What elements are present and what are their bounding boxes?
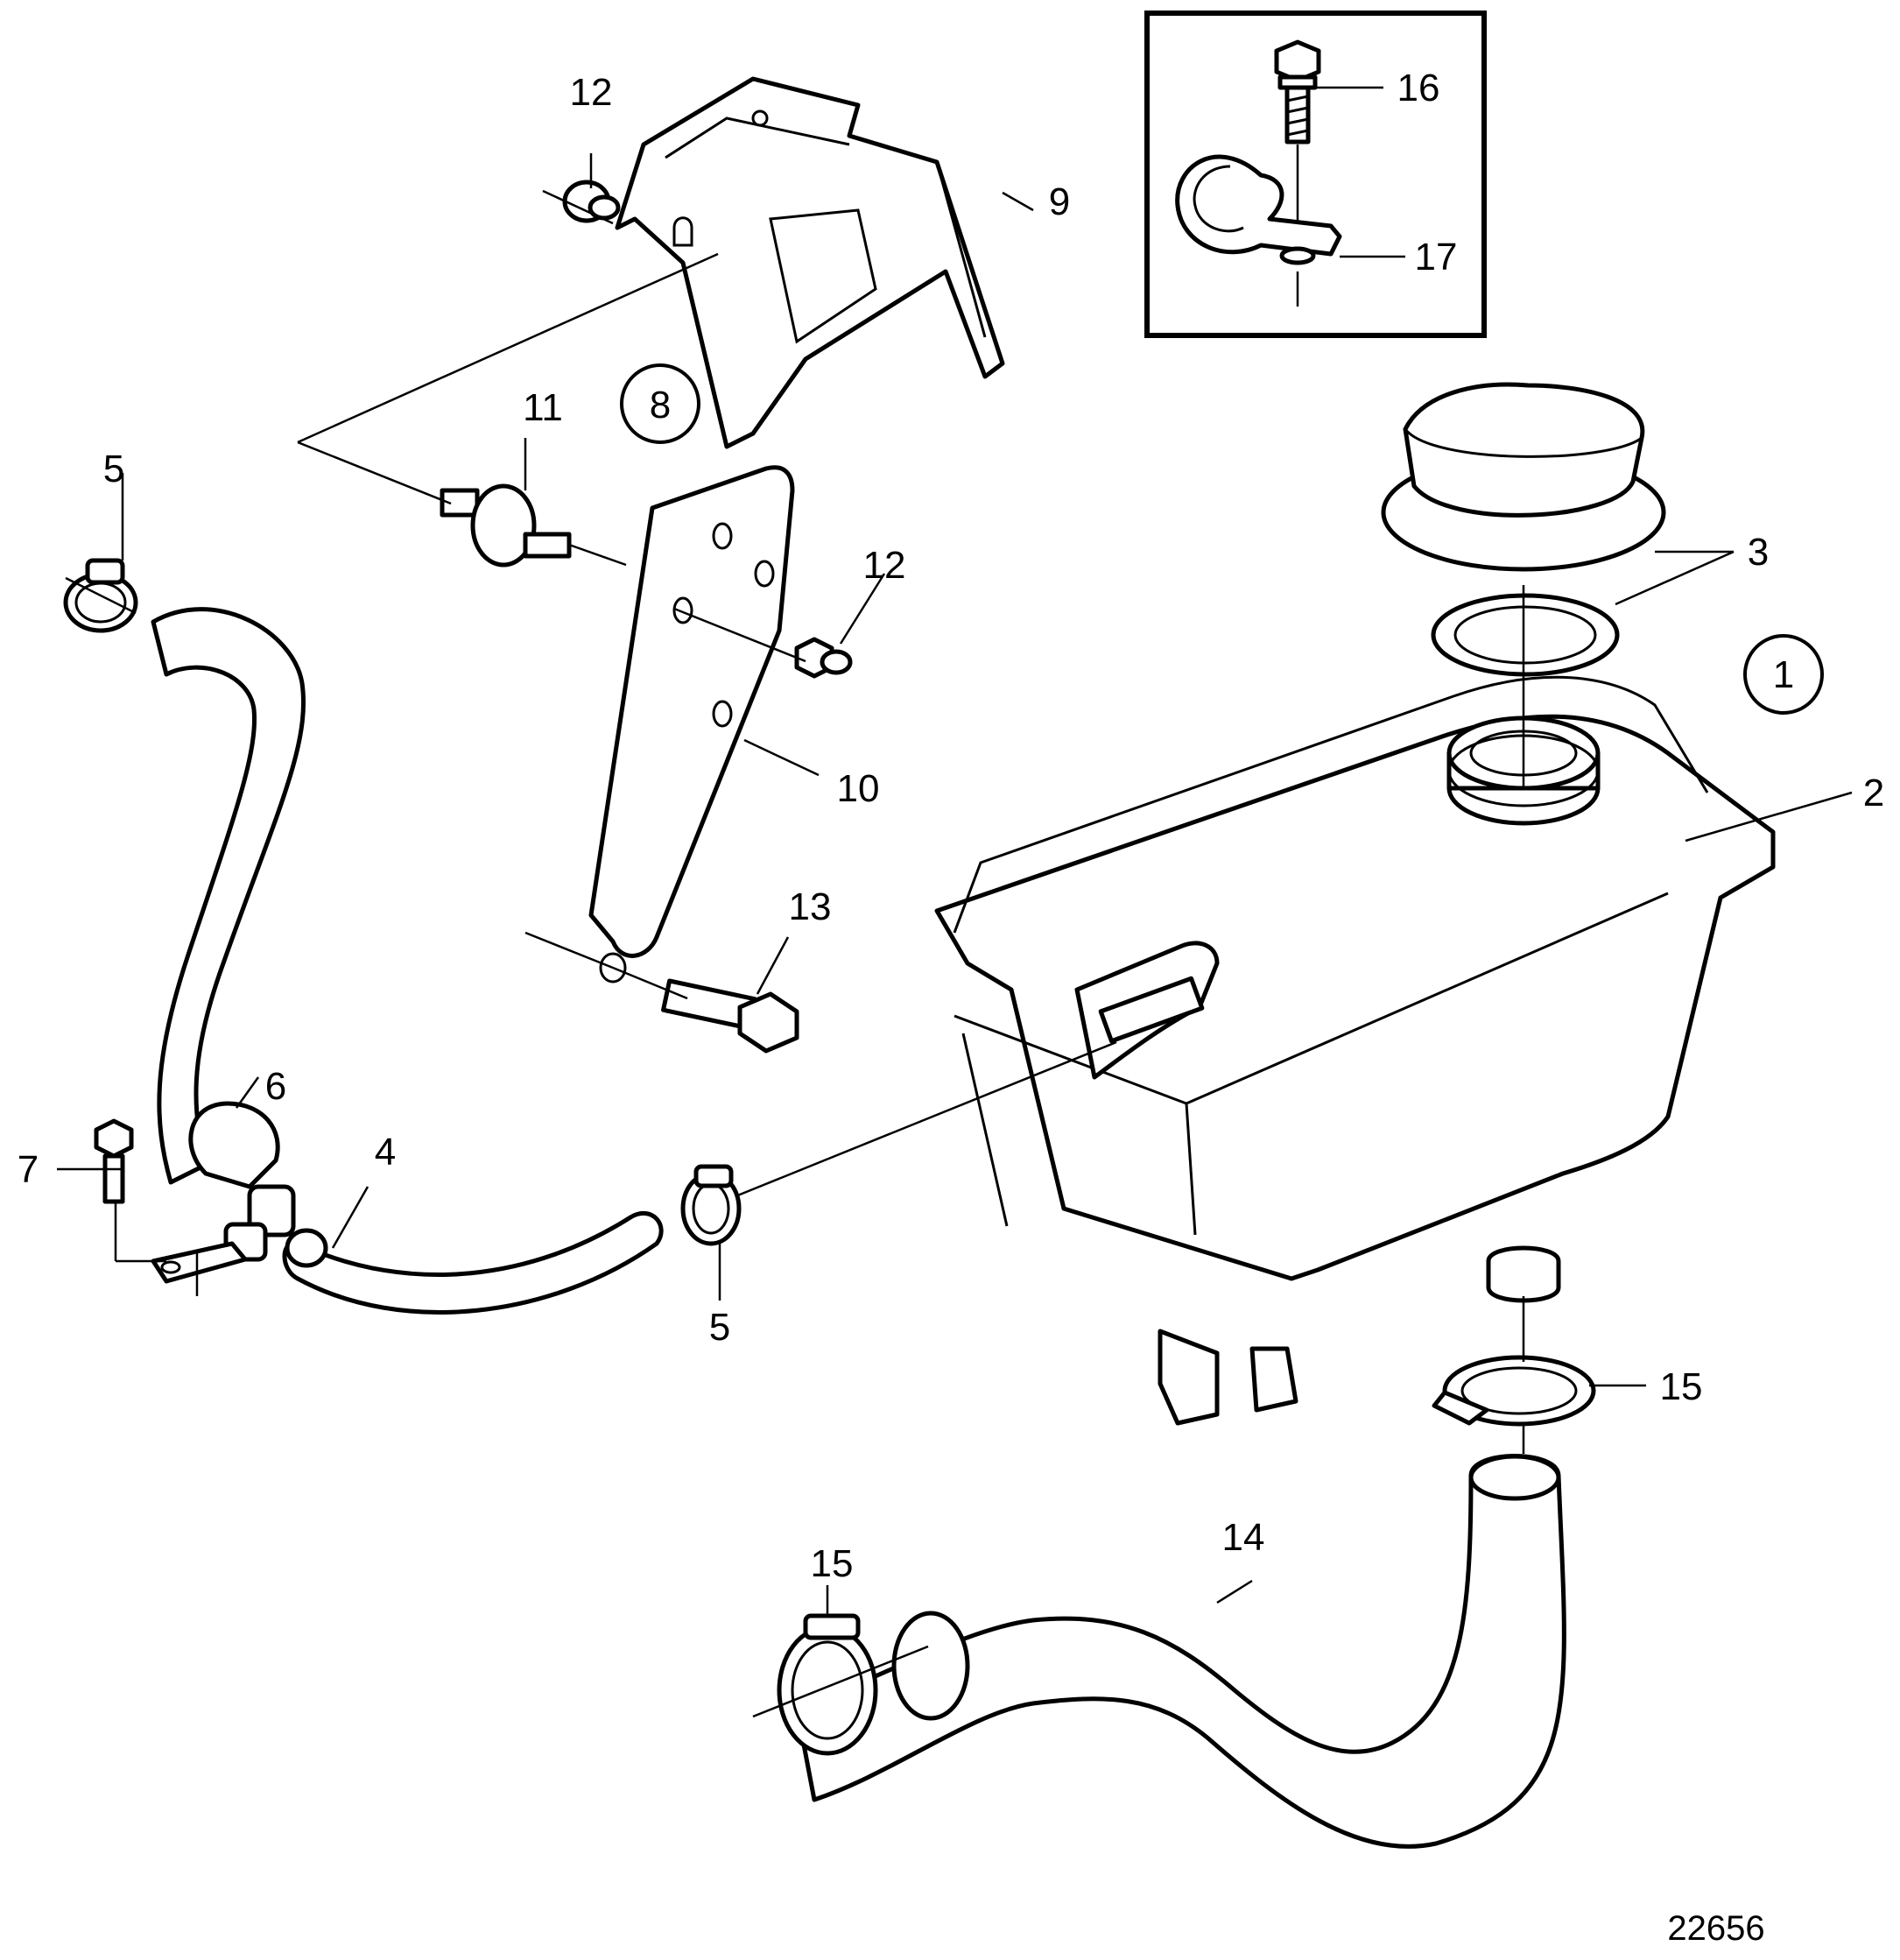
nut-top bbox=[562, 180, 621, 223]
upper-bracket bbox=[615, 76, 1005, 449]
label-7: 7 bbox=[18, 1148, 39, 1191]
leader-lines bbox=[57, 86, 1853, 1718]
label-6: 6 bbox=[265, 1065, 286, 1108]
label-1: 1 bbox=[1773, 653, 1794, 696]
label-12-middle: 12 bbox=[863, 544, 906, 587]
label-17: 17 bbox=[1415, 236, 1458, 278]
label-10: 10 bbox=[837, 767, 880, 810]
connecting-hose bbox=[282, 1210, 664, 1315]
pressure-cap bbox=[1381, 382, 1666, 572]
label-11: 11 bbox=[523, 386, 563, 429]
label-2: 2 bbox=[1863, 772, 1884, 814]
label-15-right: 15 bbox=[1660, 1365, 1703, 1408]
label-13: 13 bbox=[789, 885, 832, 928]
lower-bracket-plate bbox=[588, 465, 795, 984]
inset-clamp bbox=[1175, 154, 1342, 307]
label-8: 8 bbox=[650, 384, 671, 427]
lower-hose bbox=[794, 1454, 1566, 1849]
group-circle-1 bbox=[1743, 634, 1824, 715]
lower-hose-end-top bbox=[1468, 1454, 1561, 1501]
hose-clip-top bbox=[63, 558, 138, 633]
seal-ring bbox=[1431, 593, 1620, 677]
label-9: 9 bbox=[1049, 180, 1070, 223]
part-labels: 1 2 3 4 5 5 6 7 8 9 10 11 12 12 13 14 15… bbox=[18, 67, 1884, 1948]
inset-box bbox=[1144, 11, 1487, 338]
hose-clamp-bracket bbox=[151, 1101, 296, 1284]
group-circle-8 bbox=[620, 363, 700, 444]
clamp-bolt bbox=[94, 1118, 166, 1263]
label-5-top: 5 bbox=[103, 448, 124, 490]
inset-bolt bbox=[1274, 39, 1321, 254]
bracket-bolt bbox=[661, 978, 799, 1054]
figure-number: 22656 bbox=[1667, 1909, 1764, 1948]
label-16: 16 bbox=[1397, 67, 1440, 109]
label-15-left: 15 bbox=[811, 1542, 854, 1585]
nut-middle bbox=[794, 637, 853, 679]
expansion-tank bbox=[934, 675, 1776, 1426]
label-4: 4 bbox=[375, 1131, 396, 1174]
lower-hose-clamp-right bbox=[1432, 1355, 1596, 1427]
lower-hose-end-left bbox=[891, 1611, 970, 1721]
hose-clip-middle bbox=[680, 1164, 742, 1246]
label-14: 14 bbox=[1222, 1516, 1265, 1559]
hose-end bbox=[285, 1228, 328, 1268]
label-12-top: 12 bbox=[570, 71, 613, 114]
label-5-middle: 5 bbox=[709, 1306, 730, 1349]
lower-hose-clamp-left bbox=[777, 1613, 878, 1756]
rubber-mount bbox=[440, 483, 627, 568]
label-3: 3 bbox=[1748, 531, 1769, 574]
